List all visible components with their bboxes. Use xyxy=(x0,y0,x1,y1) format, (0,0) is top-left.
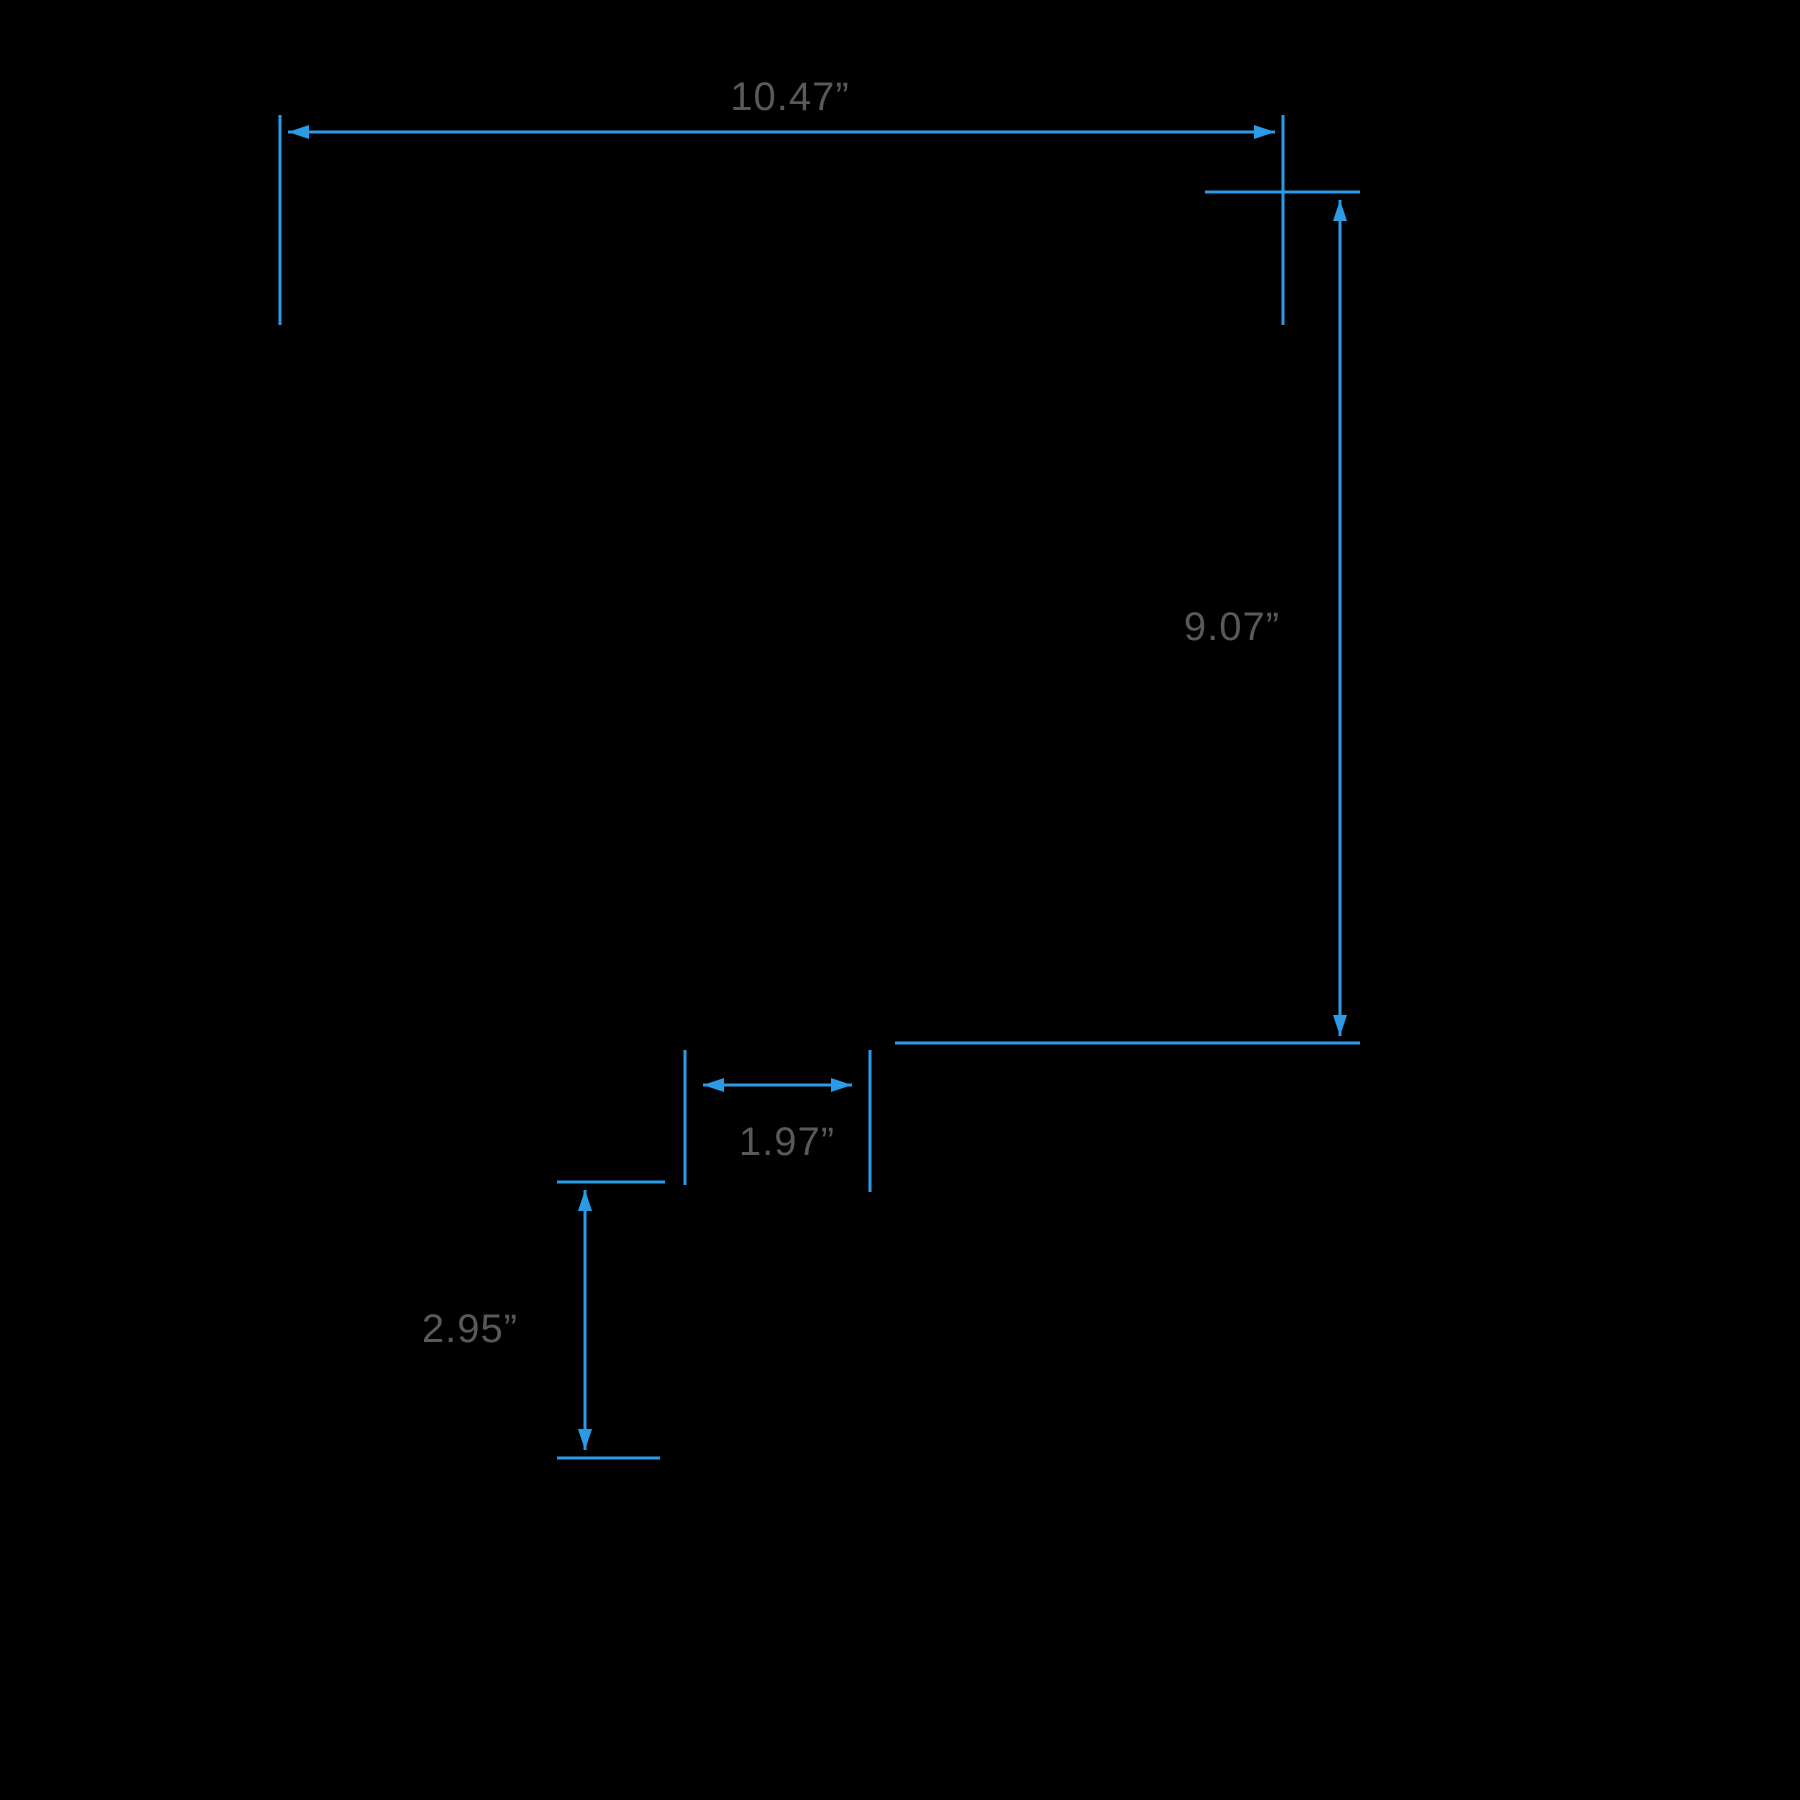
base-height-dimension-label: 2.95” xyxy=(422,1307,518,1351)
height-dimension: 9.07” xyxy=(895,190,1360,1045)
width-dimension: 10.47” xyxy=(278,75,1285,325)
depth-dimension: 1.97” xyxy=(683,1050,872,1192)
base-height-dimension: 2.95” xyxy=(422,1180,665,1460)
height-dimension-label: 9.07” xyxy=(1184,605,1280,649)
width-dimension-label: 10.47” xyxy=(730,75,849,119)
depth-dimension-label: 1.97” xyxy=(739,1120,835,1164)
